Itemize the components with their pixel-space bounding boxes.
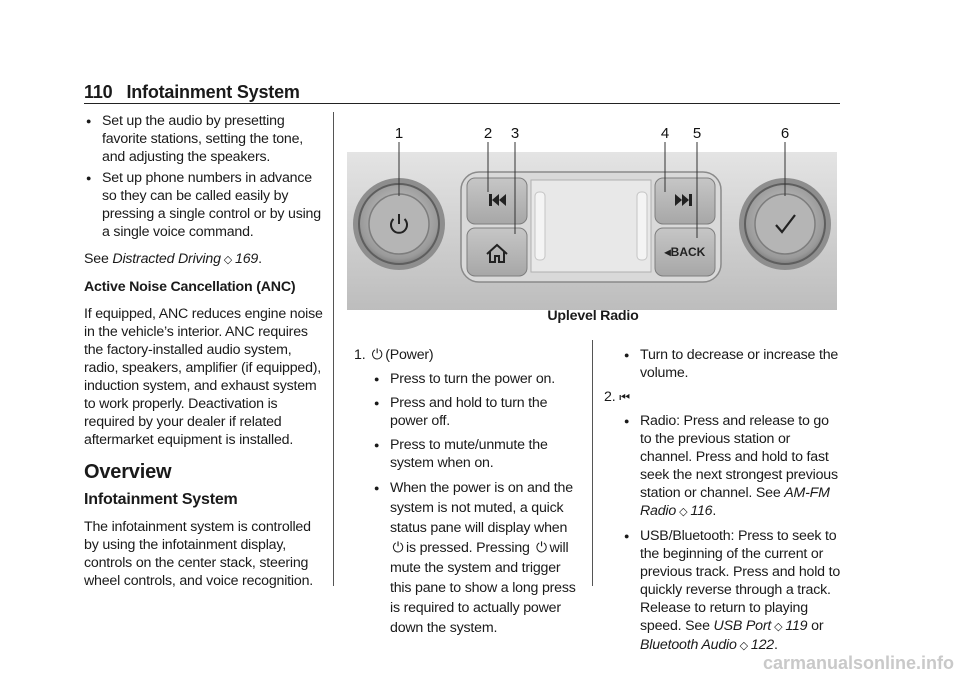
overview-heading: Overview xyxy=(84,461,172,483)
seek-back-button[interactable] xyxy=(466,177,528,225)
item-1: 1. ⏻(Power) xyxy=(354,347,434,363)
callout-1: 1 xyxy=(395,125,403,142)
page-ref[interactable]: 122 xyxy=(750,637,774,653)
power-icon: ⏻ xyxy=(535,540,548,556)
list-item: Turn to decrease or increase the volume. xyxy=(622,346,840,382)
left-column: Set up the audio by presetting favorite … xyxy=(84,112,324,590)
home-icon xyxy=(486,243,508,263)
page-header: 110 Infotainment System xyxy=(84,82,300,103)
callout-5: 5 xyxy=(693,125,701,142)
page-arrow-icon: ◇ xyxy=(679,506,688,518)
section-title: Infotainment System xyxy=(126,82,300,102)
page-number: 110 xyxy=(84,82,113,102)
seek-forward-button[interactable] xyxy=(654,177,716,225)
list-item: When the power is on and the system is n… xyxy=(372,478,584,638)
page-arrow-icon: ◇ xyxy=(223,254,233,266)
power-icon xyxy=(390,214,408,234)
callout-3: 3 xyxy=(511,125,519,142)
list-item: USB/Bluetooth: Press to seek to the begi… xyxy=(622,527,840,655)
list-item: Set up the audio by presetting favorite … xyxy=(84,112,324,166)
page-arrow-icon: ◇ xyxy=(739,640,748,652)
reference-link[interactable]: Distracted Driving xyxy=(112,251,221,267)
figure-caption: Uplevel Radio xyxy=(547,308,639,324)
infotainment-paragraph: The infotainment system is controlled by… xyxy=(84,519,313,589)
list-item: Press to turn the power on. xyxy=(372,370,584,388)
page-ref[interactable]: 119 xyxy=(785,618,808,634)
list-item: Radio: Press and release to go to the pr… xyxy=(622,412,840,521)
skip-back-icon xyxy=(489,194,506,206)
check-icon xyxy=(775,214,796,234)
page-ref[interactable]: 116 xyxy=(690,503,713,519)
home-button[interactable] xyxy=(466,227,528,277)
select-knob[interactable] xyxy=(739,178,831,270)
power-icon: ⏻ xyxy=(392,540,404,556)
skip-back-icon: ⏮ xyxy=(619,390,630,404)
reference-link[interactable]: AM-FM Radio xyxy=(640,485,830,519)
reference-link[interactable]: USB Port xyxy=(713,618,772,634)
back-label: ◂BACK xyxy=(664,245,706,259)
see-reference: See Distracted Driving◇169. xyxy=(84,251,262,267)
callout-2: 2 xyxy=(484,125,492,142)
anc-paragraph: If equipped, ANC reduces engine noise in… xyxy=(84,306,323,448)
callout-numbers: 1 2 3 4 5 6 xyxy=(395,125,789,142)
list-item: Set up phone numbers in advance so they … xyxy=(84,169,324,241)
right-column: Turn to decrease or increase the volume.… xyxy=(604,346,840,655)
column-divider-left xyxy=(333,112,334,586)
page-ref[interactable]: 169 xyxy=(235,251,259,267)
reference-link[interactable]: Bluetooth Audio xyxy=(640,637,737,653)
list-item: Press and hold to turn the power off. xyxy=(372,394,584,430)
callout-6: 6 xyxy=(781,125,789,142)
power-icon: ⏻ xyxy=(371,347,383,363)
uplevel-radio-figure: ◂BACK 1 2 3 4 5 6 xyxy=(347,125,837,310)
skip-forward-icon xyxy=(675,194,692,206)
power-knob[interactable] xyxy=(353,178,445,270)
watermark: carmanualsonline.info xyxy=(762,653,954,673)
back-button[interactable]: ◂BACK xyxy=(654,227,716,277)
infotainment-heading: Infotainment System xyxy=(84,491,238,508)
callout-lines xyxy=(398,142,786,238)
page-arrow-icon: ◇ xyxy=(774,621,783,633)
item-2: 2. ⏮ xyxy=(604,389,630,405)
header-rule xyxy=(84,103,840,104)
middle-column: 1. ⏻(Power) Press to turn the power on. … xyxy=(354,346,584,638)
anc-heading: Active Noise Cancellation (ANC) xyxy=(84,279,296,295)
list-item: Press to mute/unmute the system when on. xyxy=(372,436,584,472)
column-divider-right xyxy=(592,340,593,586)
callout-4: 4 xyxy=(661,125,669,142)
